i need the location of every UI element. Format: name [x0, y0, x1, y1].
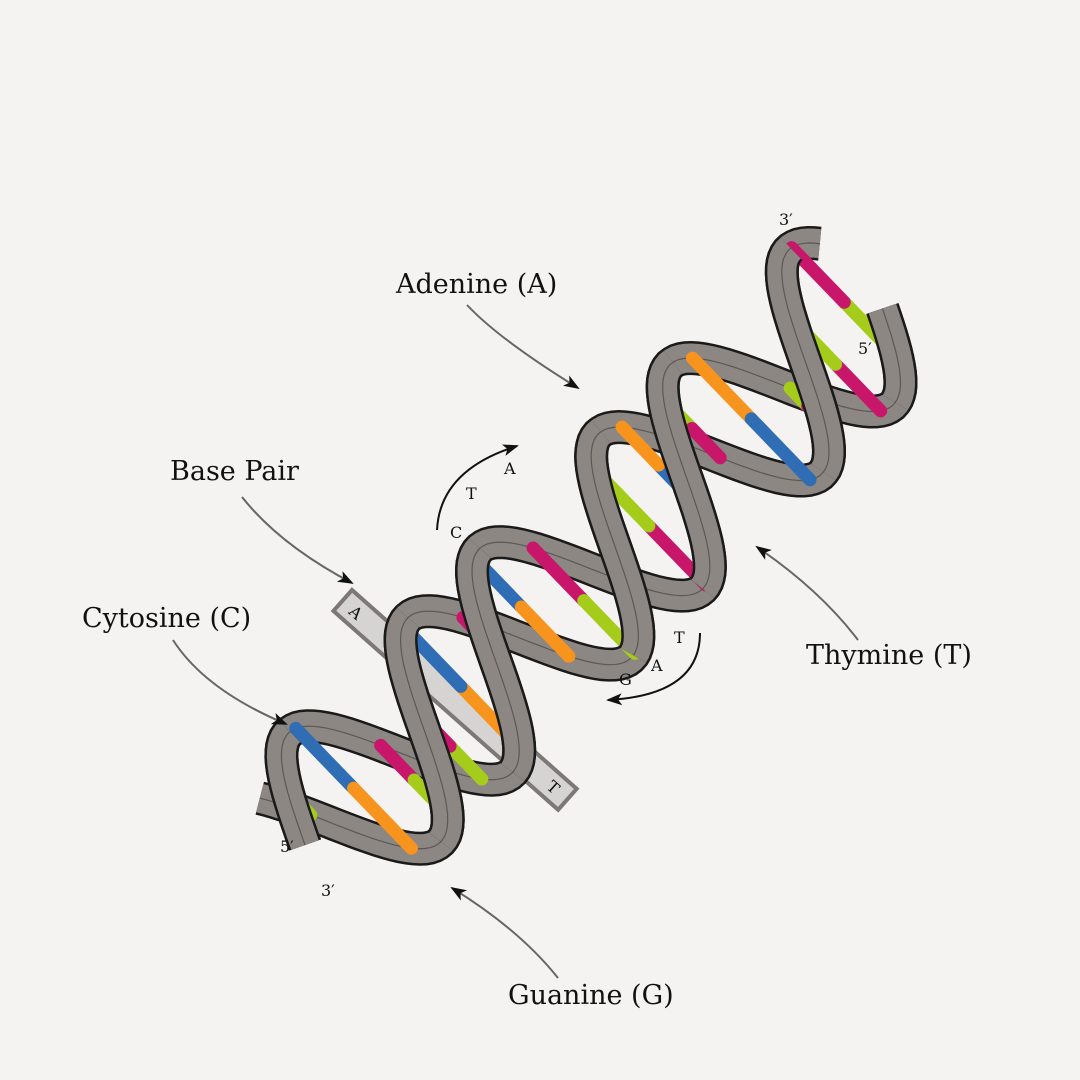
thymine-base	[829, 357, 888, 418]
guanine-base	[514, 600, 576, 663]
guanine-base	[686, 351, 758, 426]
seq-upper-letter: C	[450, 523, 462, 542]
guanine-base	[347, 781, 418, 855]
backbone-strand-1-front-edge	[662, 361, 711, 590]
thymine-base	[526, 541, 591, 608]
backbone-strand-1	[266, 303, 915, 850]
backbone-strand-2-front-edge	[590, 431, 639, 656]
cytosine-base	[744, 412, 817, 487]
seq-lower-letter: G	[619, 670, 632, 689]
base-pair	[289, 721, 418, 855]
cytosine-base	[289, 721, 361, 795]
thymine-base	[785, 241, 851, 309]
seq-upper-letter: A	[503, 459, 516, 478]
thymine-arrow	[755, 545, 859, 641]
adenine-arrow	[466, 304, 580, 390]
backbone-strand-1-edge	[280, 308, 902, 846]
backbone-strand-2-front-edge	[399, 617, 449, 843]
seq-upper-letter: T	[466, 484, 477, 503]
label-thymine: Thymine (T)	[806, 640, 972, 671]
upper-sequence-arrow	[436, 444, 519, 531]
end-label-top-5prime: 5′	[858, 339, 872, 358]
backbone-back	[255, 226, 918, 866]
backbone-strand-1-front-edge	[881, 308, 902, 403]
thymine-base	[374, 738, 421, 787]
guanine-base	[615, 420, 666, 472]
cytosine-arrow	[172, 639, 288, 725]
lower-sequence-arrow	[606, 632, 701, 706]
label-base-pair: Base Pair	[170, 456, 299, 487]
end-label-top-3prime: 3′	[779, 210, 793, 229]
guanine-arrow	[450, 886, 559, 979]
end-label-bottom-3prime: 3′	[321, 881, 335, 900]
base-pair-arrow	[241, 496, 354, 584]
thymine-base	[685, 421, 727, 465]
label-adenine: Adenine (A)	[395, 269, 557, 300]
adenine-base	[443, 739, 489, 786]
backbone-strand-1-front-edge	[471, 547, 520, 773]
label-cytosine: Cytosine (C)	[82, 603, 251, 634]
seq-lower-letter: T	[674, 628, 685, 647]
backbone-front	[264, 235, 918, 853]
label-guanine: Guanine (G)	[508, 980, 674, 1011]
backbone-strand-2-front-edge	[781, 247, 830, 473]
end-label-bottom-5prime: 5′	[280, 837, 294, 856]
base-pair	[686, 351, 817, 487]
double-helix	[255, 226, 918, 866]
backbone-strand-1-front-edge	[280, 731, 306, 846]
seq-lower-letter: A	[650, 656, 663, 675]
